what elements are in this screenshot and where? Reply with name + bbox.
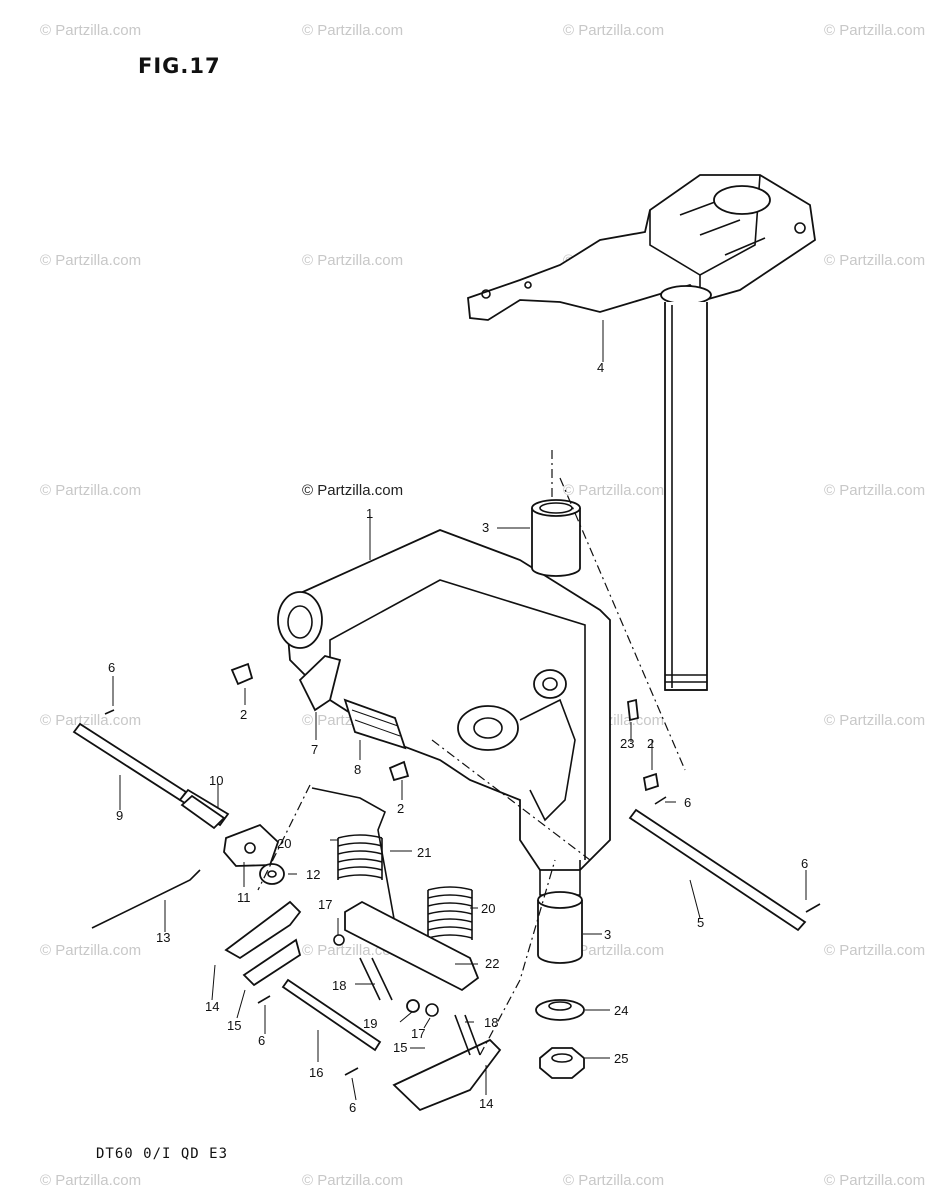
watermark-text: © Partzilla.com: [302, 252, 404, 269]
callout-label: 6: [684, 795, 691, 810]
watermark-text: © Partzilla.com: [824, 712, 926, 729]
nut-part: [539, 1047, 585, 1079]
lever-right-part: [392, 1038, 502, 1112]
pin-part: [281, 978, 382, 1052]
leader-lines: [112, 320, 807, 1101]
model-code: DT60 0/I QD E3: [96, 1146, 229, 1162]
watermark-text: © Partzilla.com: [302, 1172, 404, 1189]
watermark-text: © Partzilla.com: [563, 942, 665, 959]
callout-label: 17: [411, 1026, 425, 1041]
small-nut-part: [406, 999, 420, 1013]
callout-label: 14: [479, 1096, 493, 1111]
steering-bracket-part: [467, 174, 816, 691]
callout-label: 3: [604, 927, 611, 942]
washer-part: [535, 999, 585, 1021]
callout-label: 13: [156, 930, 170, 945]
center-watermark: © Partzilla.com: [302, 482, 404, 499]
callout-label: 6: [258, 1033, 265, 1048]
callout-label: 10: [209, 773, 223, 788]
watermark-text: © Partzilla.com: [563, 1172, 665, 1189]
callout-label: 19: [363, 1016, 377, 1031]
callout-label: 5: [697, 915, 704, 930]
callout-label: 16: [309, 1065, 323, 1080]
cotter-pin-5: [344, 1067, 359, 1076]
watermark-text: © Partzilla.com: [563, 482, 665, 499]
callout-label: 21: [417, 845, 431, 860]
callout-label: 25: [614, 1051, 628, 1066]
callout-label: 3: [482, 520, 489, 535]
callout-labels: 1222334566666789101112131414151516171718…: [108, 360, 808, 1115]
watermark-text: © Partzilla.com: [563, 22, 665, 39]
callout-label: 15: [227, 1018, 241, 1033]
watermark-text: © Partzilla.com: [824, 252, 926, 269]
callout-label: 12: [306, 867, 320, 882]
alignment-line-3: [431, 739, 591, 861]
callout-label: 18: [332, 978, 346, 993]
callout-label: 6: [801, 856, 808, 871]
watermark-text: © Partzilla.com: [302, 22, 404, 39]
callout-label: 22: [485, 956, 499, 971]
bushing-lower-part: [537, 891, 583, 964]
watermark-text: © Partzilla.com: [40, 22, 142, 39]
callout-label: 23: [620, 736, 634, 751]
figure-title: FIG.17: [138, 54, 221, 78]
plate-part: [344, 900, 480, 992]
callout-label: 15: [393, 1040, 407, 1055]
bushing-upper-part: [531, 499, 581, 577]
callout-label: 9: [116, 808, 123, 823]
callout-label: 2: [397, 801, 404, 816]
spring-wire-part: [311, 787, 401, 953]
watermark-text: © Partzilla.com: [824, 22, 926, 39]
alignment-line-1: [551, 450, 686, 771]
return-spring-part: [359, 957, 481, 1056]
callout-label: 20: [481, 901, 495, 916]
clip-part: [298, 654, 342, 712]
washer-small-part: [259, 863, 285, 885]
callout-label: 18: [484, 1015, 498, 1030]
callout-label: 11: [237, 890, 251, 905]
callout-label: 8: [354, 762, 361, 777]
cam-block-part: [223, 823, 280, 867]
grease-fitting-1: [230, 662, 254, 686]
wire-part: [91, 869, 201, 929]
alignment-line-2: [257, 784, 556, 1056]
callout-label: 17: [318, 897, 332, 912]
watermark-text: © Partzilla.com: [824, 482, 926, 499]
grease-fitting-2: [388, 760, 410, 782]
callout-label: 6: [108, 660, 115, 675]
callout-label: 6: [349, 1100, 356, 1115]
watermark-text: © Partzilla.com: [40, 1172, 142, 1189]
cap-part: [627, 698, 639, 722]
watermark-text: © Partzilla.com: [824, 1172, 926, 1189]
cotter-pin-2: [654, 796, 667, 805]
bracket-left-part: [242, 938, 302, 987]
watermark-text: © Partzilla.com: [40, 252, 142, 269]
callout-label: 2: [240, 707, 247, 722]
collar-part: [180, 794, 226, 830]
swivel-bracket-part: [277, 529, 611, 896]
callout-label: 1: [366, 506, 373, 521]
watermark-text: © Partzilla.com: [40, 482, 142, 499]
cotter-pin-1: [104, 709, 115, 715]
callout-label: 2: [647, 736, 654, 751]
grease-fitting-3: [642, 772, 660, 792]
watermark-text: © Partzilla.com: [824, 942, 926, 959]
watermark-text: © Partzilla.com: [40, 712, 142, 729]
cotter-pin-4: [257, 995, 271, 1004]
callout-label: 7: [311, 742, 318, 757]
watermark-text: © Partzilla.com: [40, 942, 142, 959]
coil-part: [333, 934, 345, 946]
lever-left-part: [224, 900, 302, 960]
callout-label: 20: [277, 836, 291, 851]
spring-left-part: [337, 834, 383, 880]
tilt-rod-part: [628, 808, 807, 932]
coil-part-2: [425, 1003, 439, 1017]
callout-label: 14: [205, 999, 219, 1014]
spring-right-part: [427, 886, 473, 940]
callout-label: 4: [597, 360, 604, 375]
cotter-pin-3: [805, 903, 821, 913]
callout-label: 24: [614, 1003, 628, 1018]
